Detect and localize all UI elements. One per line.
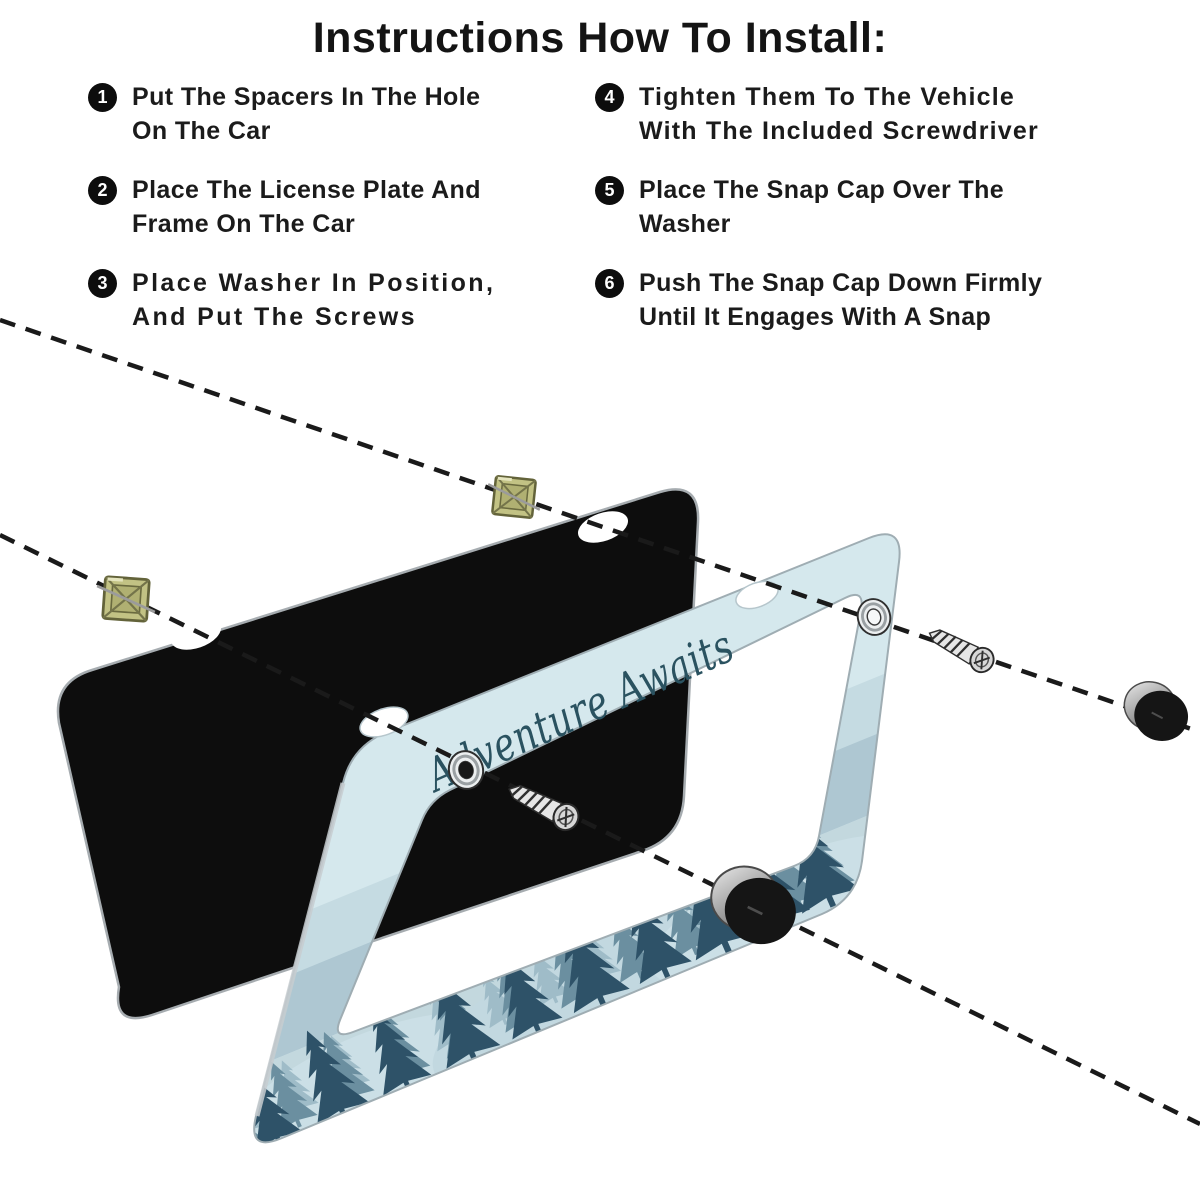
step-2-line-2: Frame On The Car bbox=[132, 210, 356, 238]
plate-hole-right bbox=[577, 511, 629, 543]
step-5-text: Place The Snap Cap Over The Washer bbox=[639, 173, 1004, 241]
step-3-number-badge: 3 bbox=[88, 269, 117, 298]
snap-cap-icon-top bbox=[1116, 675, 1196, 748]
step-1-number-badge: 1 bbox=[88, 83, 117, 112]
step-3-line-1: Place Washer In Position, bbox=[132, 269, 496, 297]
step-6-number-badge: 6 bbox=[595, 269, 624, 298]
page-title: Instructions How To Install: bbox=[312, 14, 888, 62]
step-3-line-2: And Put The Screws bbox=[132, 303, 417, 331]
step-5: 5 Place The Snap Cap Over The Washer bbox=[595, 173, 1123, 241]
step-5-line-2: Washer bbox=[639, 210, 731, 238]
washer-bottom-dark-hole bbox=[458, 761, 474, 779]
step-4-line-1: Tighten Them To The Vehicle bbox=[639, 83, 1015, 111]
step-4: 4 Tighten Them To The Vehicle With The I… bbox=[595, 80, 1123, 148]
step-6-line-1: Push The Snap Cap Down Firmly bbox=[639, 269, 1043, 297]
spacer-icon-top bbox=[483, 473, 545, 521]
step-2-number-badge: 2 bbox=[88, 176, 117, 205]
step-4-number-badge: 4 bbox=[595, 83, 624, 112]
step-5-number-badge: 5 bbox=[595, 176, 624, 205]
step-1-line-2: On The Car bbox=[132, 117, 271, 145]
step-2: 2 Place The License Plate And Frame On T… bbox=[88, 173, 595, 241]
step-4-line-2: With The Included Screwdriver bbox=[639, 117, 1039, 145]
instruction-steps: 1 Put The Spacers In The Hole On The Car… bbox=[88, 80, 1123, 334]
step-6: 6 Push The Snap Cap Down Firmly Until It… bbox=[595, 266, 1123, 334]
screw-icon-top bbox=[923, 620, 1000, 678]
step-6-text: Push The Snap Cap Down Firmly Until It E… bbox=[639, 266, 1042, 334]
spacer-icon-bottom bbox=[93, 574, 159, 624]
step-3-text: Place Washer In Position, And Put The Sc… bbox=[132, 266, 495, 334]
step-5-line-1: Place The Snap Cap Over The bbox=[639, 176, 1005, 204]
step-3: 3 Place Washer In Position, And Put The … bbox=[88, 266, 595, 334]
frame-edge-outline bbox=[253, 533, 901, 1144]
step-1: 1 Put The Spacers In The Hole On The Car bbox=[88, 80, 595, 148]
step-2-text: Place The License Plate And Frame On The… bbox=[132, 173, 481, 241]
step-6-line-2: Until It Engages With A Snap bbox=[639, 303, 992, 331]
frame-chrome-edge bbox=[254, 782, 346, 1117]
step-4-text: Tighten Them To The Vehicle With The Inc… bbox=[639, 80, 1039, 148]
assembly-guide-line-bottom bbox=[0, 532, 1200, 1127]
step-1-text: Put The Spacers In The Hole On The Car bbox=[132, 80, 480, 148]
step-2-line-1: Place The License Plate And bbox=[132, 176, 481, 204]
assembly-guide-line-top bbox=[0, 317, 1200, 735]
step-1-line-1: Put The Spacers In The Hole bbox=[132, 83, 481, 111]
